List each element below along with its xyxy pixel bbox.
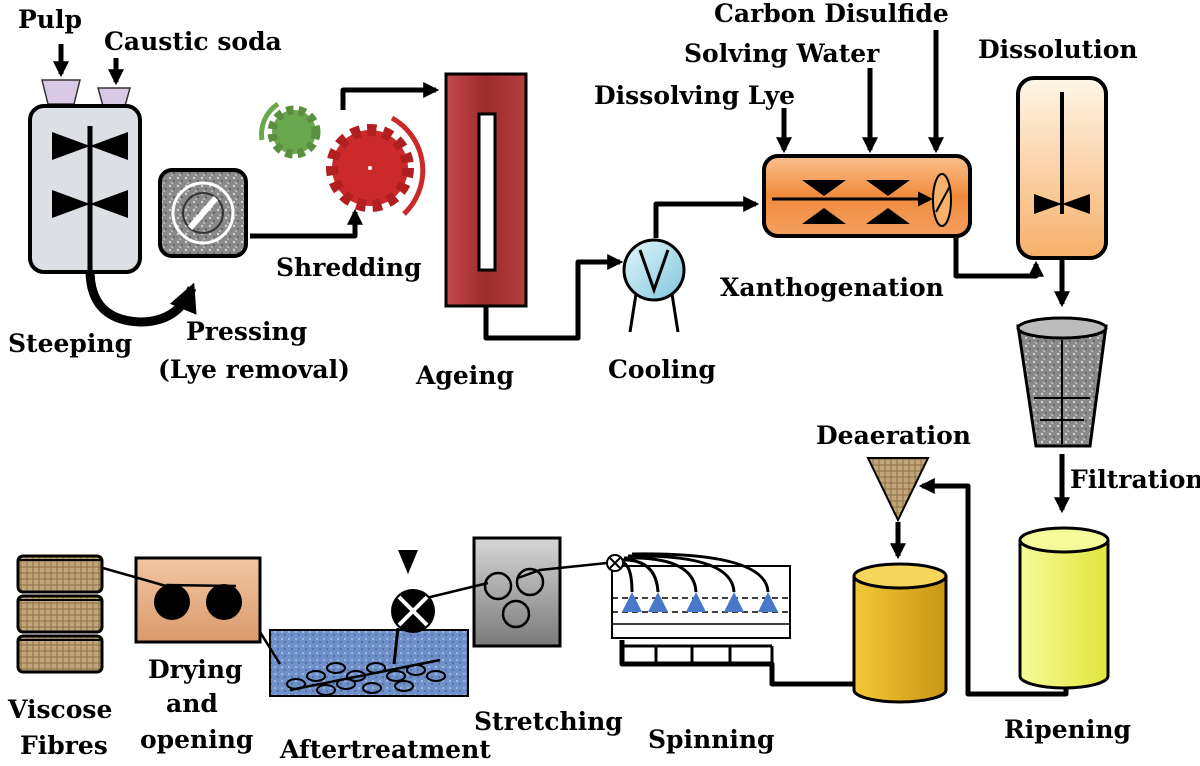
label-opening: opening <box>140 725 253 754</box>
label-pressing: Pressing <box>186 317 307 346</box>
label-aftertreatment: Aftertreatment <box>279 735 491 764</box>
label-shredding: Shredding <box>276 253 421 282</box>
label-ripening: Ripening <box>1004 715 1131 744</box>
spinneret-5 <box>758 592 778 612</box>
label-and: and <box>166 689 218 718</box>
steeping-agitator-lower <box>52 190 128 218</box>
press-to-shredder-arrow <box>250 208 364 239</box>
fibre-bale-3 <box>16 634 104 674</box>
stretching-unit <box>472 536 562 648</box>
label-caustic-soda: Caustic soda <box>104 27 282 56</box>
ripening-tank <box>1018 526 1110 690</box>
ageing-to-cooling-arrow <box>483 253 624 341</box>
shredder-to-ageing-arrow <box>340 81 440 110</box>
dryer-to-bales-fibre <box>95 564 167 588</box>
label-drying: Drying <box>148 655 243 684</box>
spinneret-3 <box>686 592 706 612</box>
steeping-tank <box>28 79 142 274</box>
label-fibres: Fibres <box>20 731 108 760</box>
label-cooling: Cooling <box>608 355 716 384</box>
label-carbon-disulfide: Carbon Disulfide <box>714 0 949 28</box>
label-steeping: Steeping <box>8 329 132 358</box>
dryer-roller-1 <box>154 584 190 620</box>
ripening-to-deaeration-arrow <box>918 477 1069 697</box>
xanthation-paddle-1 <box>802 180 846 224</box>
label-stretching: Stretching <box>474 707 623 736</box>
deaeration-funnel <box>866 457 930 523</box>
label-filtration: Filtration <box>1070 465 1200 494</box>
deaeration-tank <box>852 562 948 704</box>
small-gear <box>267 105 321 159</box>
steeping-to-press-arrow <box>85 269 197 327</box>
label-lye-removal: (Lye removal) <box>158 355 350 384</box>
cooling-to-xanthation-arrow <box>653 195 760 238</box>
label-viscose: Viscose <box>7 695 112 724</box>
spinneret-2 <box>648 592 668 612</box>
spinning-to-stretch-fibre <box>517 561 608 580</box>
xanthation-paddle-2 <box>866 180 910 224</box>
aftertreatment-bath <box>269 550 469 697</box>
press <box>158 168 248 258</box>
dissolver <box>1016 76 1108 260</box>
xanthation-churn <box>762 154 972 238</box>
large-gear-rotation-arc <box>390 115 426 216</box>
steeping-agitator-upper <box>52 132 128 160</box>
pulp-hopper <box>41 79 81 105</box>
label-deaeration: Deaeration <box>816 421 971 450</box>
dryer-roller-2 <box>206 584 242 620</box>
label-dissolving-lye: Dissolving Lye <box>594 81 795 110</box>
fibre-bale-1 <box>16 554 104 594</box>
fibre-bale-2 <box>16 594 104 634</box>
xanthation-to-dissolution-arrow <box>953 236 1045 279</box>
dryer <box>134 556 262 644</box>
label-spinning: Spinning <box>648 725 775 754</box>
label-ageing: Ageing <box>415 361 514 390</box>
fibre-tow-in-bath <box>286 658 446 696</box>
spinning-bath <box>606 552 791 664</box>
wash-nozzle <box>398 550 418 574</box>
spinneret-1 <box>622 592 642 612</box>
shredder <box>259 101 426 216</box>
cooler <box>622 238 686 333</box>
filter <box>1016 316 1108 448</box>
label-pulp: Pulp <box>18 5 82 34</box>
small-gear-rotation-arc <box>259 101 280 141</box>
label-dissolution: Dissolution <box>978 35 1138 64</box>
label-xanthogenation: Xanthogenation <box>720 273 944 302</box>
fibre-bales <box>16 554 104 674</box>
ageing-tower <box>444 72 528 308</box>
label-solving-water: Solving Water <box>684 39 880 68</box>
dissolver-agitator <box>1034 194 1090 214</box>
spinneret-4 <box>724 592 744 612</box>
caustic-soda-hopper <box>97 87 131 107</box>
